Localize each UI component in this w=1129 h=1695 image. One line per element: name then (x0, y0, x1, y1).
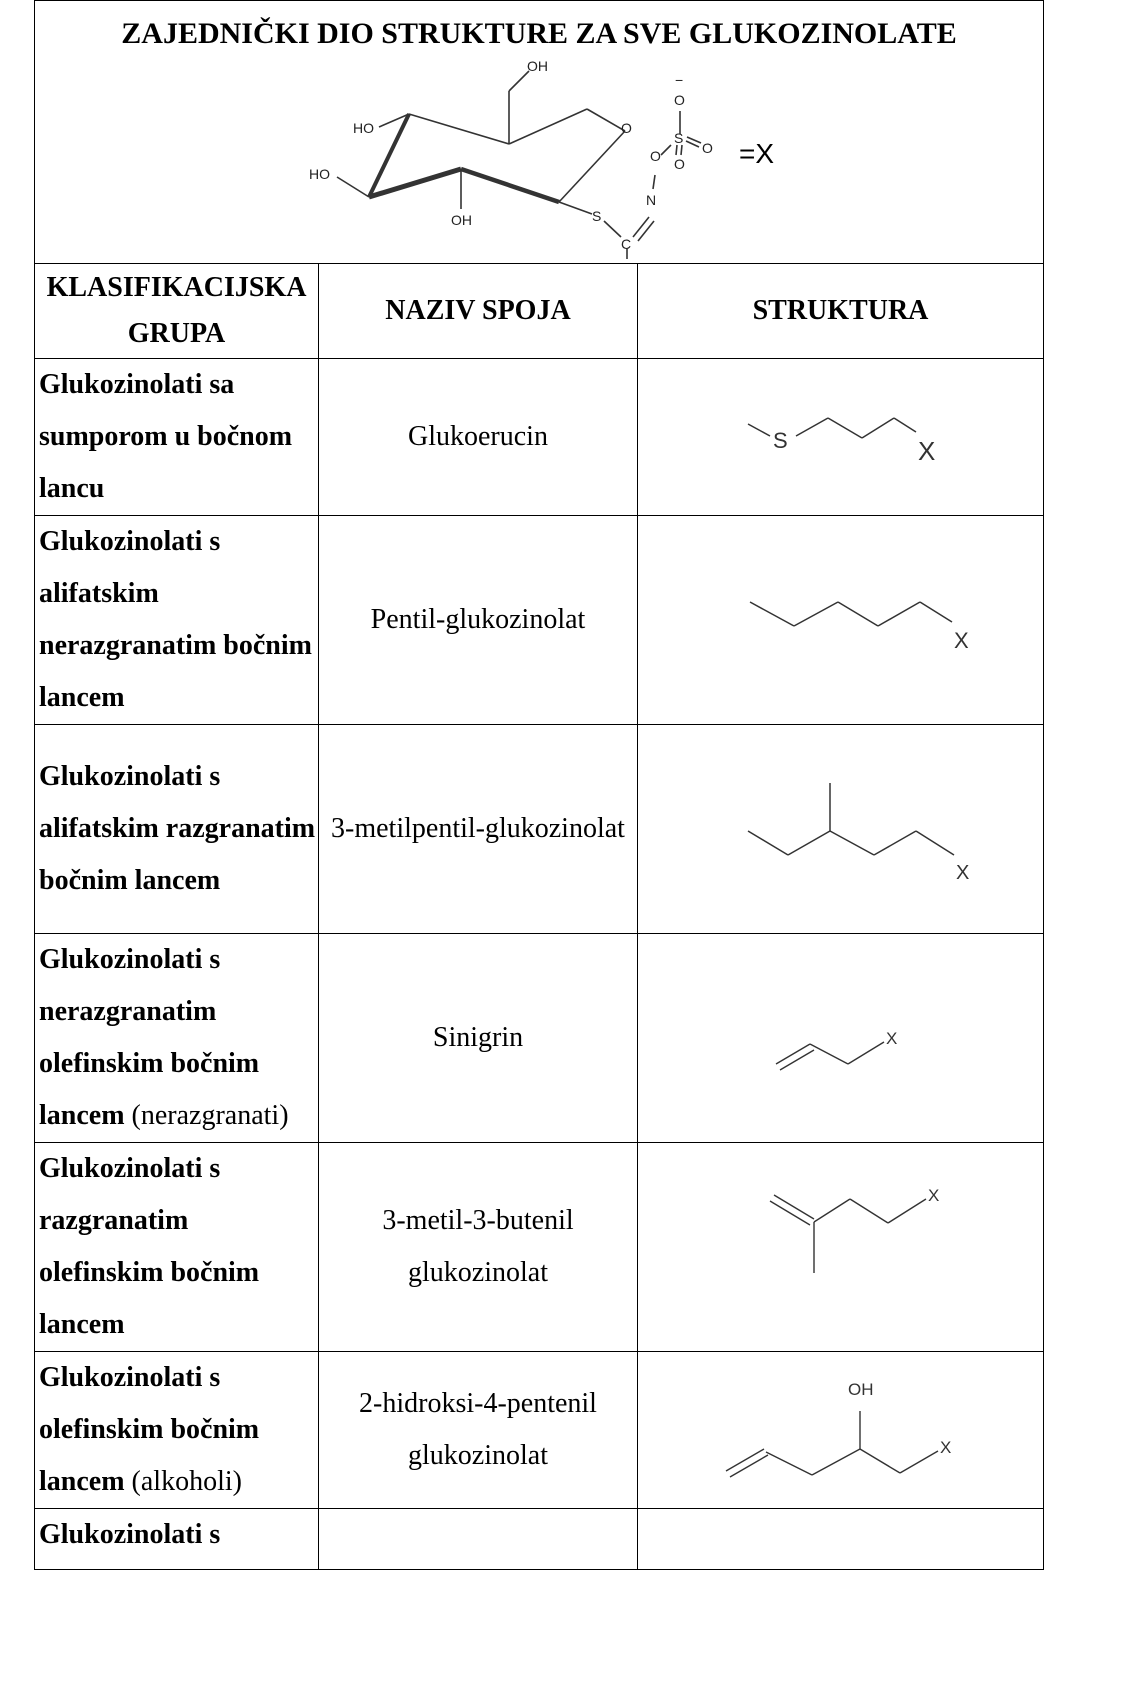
structure-cell: X (636, 1142, 1045, 1352)
group-text: Glukozinolati s alifatskim razgranatim b… (39, 761, 316, 896)
name-cell: Glukoerucin (318, 358, 638, 516)
label-s: S (592, 208, 601, 224)
label-o-link: O (650, 148, 661, 164)
label-c: C (621, 236, 631, 252)
table-row: Glukozinolati sa sumporom u bočnom lancu… (33, 358, 1045, 516)
label-ho-left: HO (309, 166, 330, 182)
name-cell: 2-hidroksi-4-pentenil glukozinolat (318, 1351, 638, 1509)
atom-x: X (956, 862, 969, 884)
label-minus: − (675, 72, 683, 88)
header-structure: STRUKTURA (636, 263, 1045, 359)
column-header-row: KLASIFIKACIJSKA GRUPA NAZIV SPOJA STRUKT… (33, 263, 1045, 359)
name-cell: 3-metil-3-butenil glukozinolat (318, 1142, 638, 1352)
structure-sinigrin: X (775, 1029, 897, 1071)
label-oh-bottom: OH (451, 212, 472, 228)
group-cell: Glukozinolati s alifatskim razgranatim b… (33, 724, 320, 934)
atom-s: S (773, 428, 788, 453)
group-text: Glukozinolati s (39, 1519, 221, 1550)
group-cell: Glukozinolati s nerazgranatim olefinskim… (33, 933, 320, 1143)
table-row: Glukozinolati s olefinskim bočnim lancem… (33, 1351, 1045, 1509)
label-s-sulfo: S (674, 130, 683, 146)
atom-x: X (940, 1438, 951, 1457)
name-cell: Pentil-glukozinolat (318, 515, 638, 725)
table-title: ZAJEDNIČKI DIO STRUKTURE ZA SVE GLUKOZIN… (121, 17, 957, 50)
label-oh-top: OH (527, 58, 548, 74)
group-note: (alkoholi) (131, 1466, 242, 1497)
structure-cell: X (636, 515, 1045, 725)
label-ring-o: O (621, 120, 632, 136)
equals-x-label: =X (739, 138, 774, 169)
header-group: KLASIFIKACIJSKA GRUPA (33, 263, 320, 359)
atom-oh: OH (848, 1380, 874, 1399)
group-cell: Glukozinolati s (33, 1508, 320, 1570)
group-text: Glukozinolati s razgranatim olefinskim b… (39, 1153, 260, 1340)
structure-glukoerucin: S X (747, 416, 935, 466)
common-structure-row: ZAJEDNIČKI DIO STRUKTURE ZA SVE GLUKOZIN… (34, 0, 1044, 264)
group-cell: Glukozinolati s olefinskim bočnim lancem… (33, 1351, 320, 1509)
label-o-down: O (674, 156, 685, 172)
group-cell: Glukozinolati s alifatskim nerazgranatim… (33, 515, 320, 725)
common-structure-cell: ZAJEDNIČKI DIO STRUKTURE ZA SVE GLUKOZIN… (34, 0, 1044, 264)
atom-x: X (886, 1029, 897, 1048)
group-text: Glukozinolati s alifatskim nerazgranatim… (39, 526, 312, 713)
group-text: Glukozinolati s nerazgranatim olefinskim… (39, 944, 260, 1131)
group-cell: Glukozinolati s razgranatim olefinskim b… (33, 1142, 320, 1352)
label-n: N (646, 192, 656, 208)
glucosinolate-table: ZAJEDNIČKI DIO STRUKTURE ZA SVE GLUKOZIN… (33, 0, 1045, 1570)
label-o-up: O (674, 92, 685, 108)
structure-pentil: X (749, 600, 969, 653)
table-row: Glukozinolati s alifatskim razgranatim b… (33, 724, 1045, 934)
table-row: Glukozinolati s nerazgranatim olefinskim… (33, 933, 1045, 1143)
atom-x: X (954, 628, 969, 653)
label-o-right: O (702, 140, 713, 156)
structure-cell: S X (636, 358, 1045, 516)
table-row: Glukozinolati s razgranatim olefinskim b… (33, 1142, 1045, 1352)
name-cell: Sinigrin (318, 933, 638, 1143)
group-text: Glukozinolati s olefinskim bočnim lancem (39, 1362, 260, 1497)
structure-3-metil-3-butenil: X (769, 1186, 939, 1273)
table-row: Glukozinolati s alifatskim nerazgranatim… (33, 515, 1045, 725)
glucose-core-structure: OH HO HO OH O S C N O S O O O − =X (309, 58, 774, 259)
name-cell (318, 1508, 638, 1570)
structure-cell: OH X (636, 1351, 1045, 1509)
structure-3-metilpentil: X (747, 782, 969, 884)
label-ho-upper: HO (353, 120, 374, 136)
header-name: NAZIV SPOJA (318, 263, 638, 359)
structure-cell: X (636, 933, 1045, 1143)
structure-cell (636, 1508, 1045, 1570)
name-cell: 3-metilpentil-glukozinolat (318, 724, 638, 934)
group-note: (nerazgranati) (131, 1100, 289, 1131)
group-cell: Glukozinolati sa sumporom u bočnom lancu (33, 358, 320, 516)
atom-x: X (928, 1186, 939, 1205)
structure-2-hidroksi-4-pentenil: OH X (725, 1380, 951, 1478)
structure-cell: X (636, 724, 1045, 934)
group-text: Glukozinolati sa sumporom u bočnom lancu (39, 369, 293, 504)
atom-x: X (918, 436, 935, 466)
table-row: Glukozinolati s (33, 1508, 1045, 1570)
